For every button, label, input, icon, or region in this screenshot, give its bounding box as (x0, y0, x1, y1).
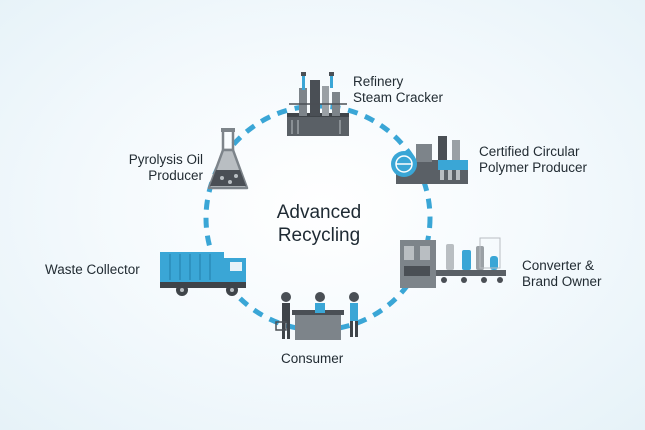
center-title-line2: Recycling (277, 225, 361, 246)
pyrolysis-label-line1: Pyrolysis Oil (128, 152, 203, 167)
converter-label-line2: Brand Owner (522, 274, 602, 289)
pyrolysis-label-line2: Producer (148, 168, 203, 183)
center-title-line1: Advanced (276, 202, 362, 223)
polymer-producer-label: Certified Circular Polymer Producer (479, 144, 587, 176)
center-title: Advanced Recycling (248, 201, 390, 247)
pyrolysis-label: Pyrolysis Oil Producer (113, 152, 203, 184)
polymer-label-line2: Polymer Producer (479, 160, 588, 175)
waste-label-line1: Waste Collector (45, 262, 140, 277)
refinery-label-line2: Steam Cracker (353, 90, 444, 105)
consumer-label: Consumer (281, 351, 343, 367)
conveyor-bottles-icon (400, 237, 506, 288)
garbage-truck-icon (160, 252, 246, 296)
polymer-label-line1: Certified Circular (479, 144, 580, 159)
refinery-label-line1: Refinery (353, 74, 404, 89)
refinery-label: Refinery Steam Cracker (353, 74, 443, 106)
converter-label-line1: Converter & (522, 258, 595, 273)
flask-icon (207, 128, 249, 190)
converter-label: Converter & Brand Owner (522, 258, 602, 290)
refinery-icon (287, 72, 349, 136)
shoppers-checkout-icon (275, 292, 359, 340)
consumer-label-line1: Consumer (281, 351, 344, 366)
polymer-factory-icon (391, 136, 468, 184)
waste-collector-label: Waste Collector (45, 262, 140, 278)
